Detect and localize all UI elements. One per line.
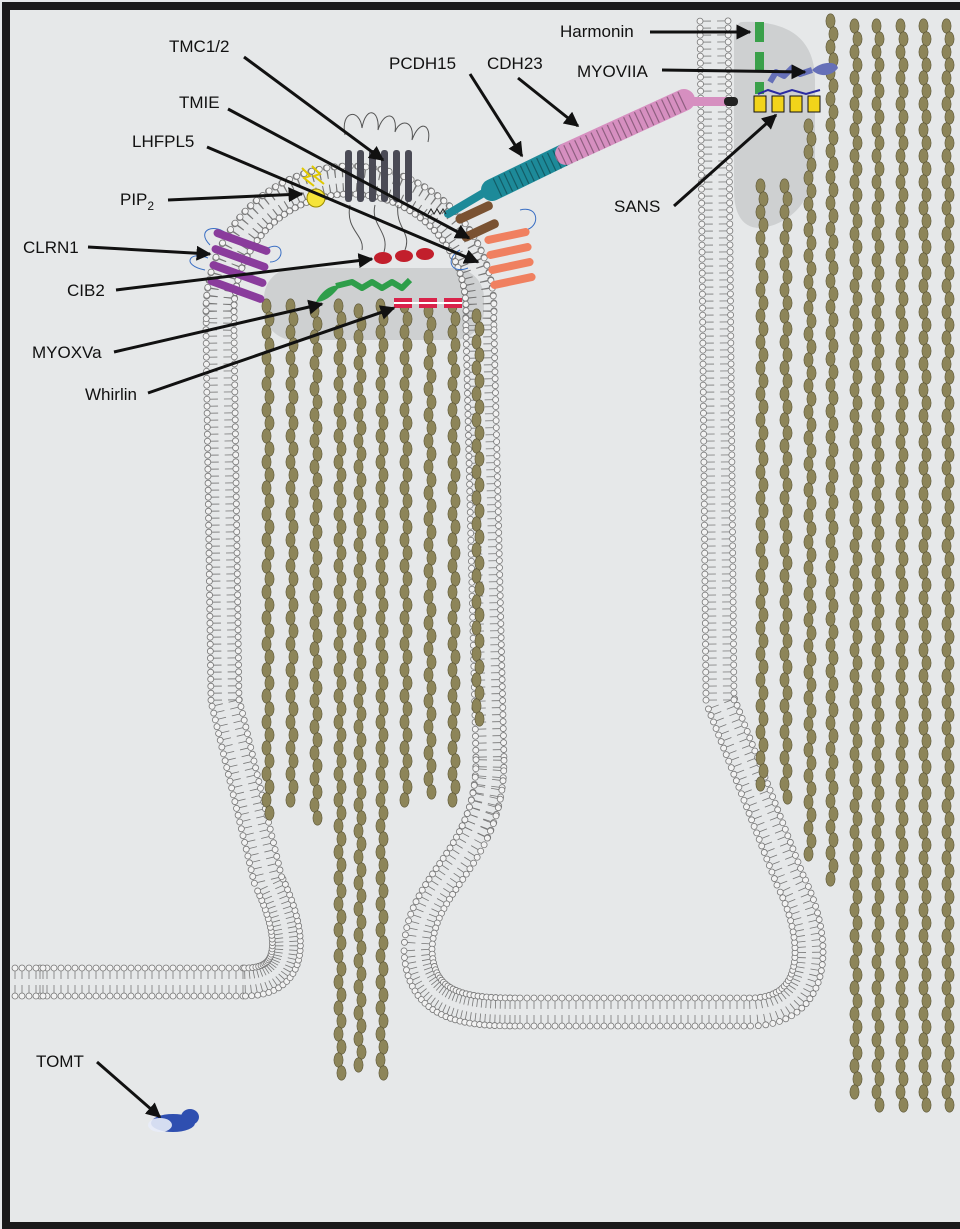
cib2-lobe-3 xyxy=(416,248,434,260)
sans-domain-4 xyxy=(808,96,820,112)
label-tmie: TMIE xyxy=(179,93,220,112)
cib2-lobe-2 xyxy=(395,250,413,262)
upper-tip-link-density xyxy=(734,22,815,228)
label-pcdh15: PCDH15 xyxy=(389,54,456,73)
label-tomt: TOMT xyxy=(36,1052,84,1071)
tmc-helix-6 xyxy=(405,150,412,202)
tomt-head xyxy=(181,1109,199,1125)
label-harmonin: Harmonin xyxy=(560,22,634,41)
label-pip2-main: PIP xyxy=(120,190,147,209)
sans-domain-2 xyxy=(772,96,784,112)
label-sans: SANS xyxy=(614,197,660,216)
label-pip2-sub: 2 xyxy=(147,199,154,213)
sans-domain-1 xyxy=(754,96,766,112)
label-lhfpl5: LHFPL5 xyxy=(132,132,194,151)
harmonin-protein xyxy=(755,22,764,94)
label-myoviia: MYOVIIA xyxy=(577,62,649,81)
label-whirlin: Whirlin xyxy=(85,385,137,404)
cib2-lobe-1 xyxy=(374,252,392,264)
label-myoxva: MYOXVa xyxy=(32,343,102,362)
sans-domain-3 xyxy=(790,96,802,112)
tomt-shadow xyxy=(148,1118,172,1132)
tmc-helix-3 xyxy=(369,150,376,202)
harmonin-domain-1 xyxy=(755,22,764,42)
label-cdh23: CDH23 xyxy=(487,54,543,73)
tmc-helix-2 xyxy=(357,150,364,202)
whirlin-protein xyxy=(394,298,462,308)
cdh23-cytoplasmic xyxy=(724,97,738,106)
tmc-helix-5 xyxy=(393,150,400,202)
label-cib2: CIB2 xyxy=(67,281,105,300)
harmonin-domain-2 xyxy=(755,52,764,72)
label-clrn1: CLRN1 xyxy=(23,238,79,257)
arrow-myoviia xyxy=(662,70,805,72)
label-tmc: TMC1/2 xyxy=(169,37,229,56)
